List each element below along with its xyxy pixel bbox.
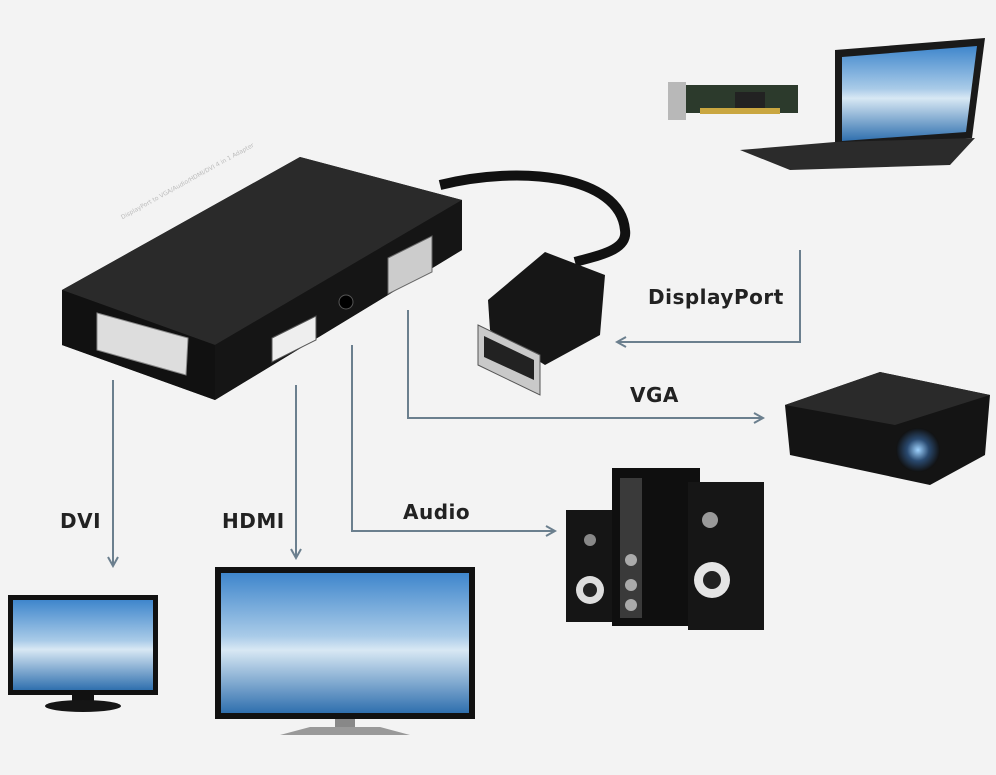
displayport-label: DisplayPort	[648, 285, 784, 309]
laptop	[740, 38, 985, 170]
projector	[785, 372, 990, 485]
hdmi-label: HDMI	[222, 509, 285, 533]
vga-arrow	[407, 310, 763, 418]
graphics-card	[668, 82, 798, 120]
speakers	[566, 468, 764, 630]
adapter-box	[62, 157, 462, 400]
dvi-monitor	[8, 595, 158, 712]
displayport-connector	[477, 252, 605, 396]
displayport-cable	[438, 170, 631, 267]
vga-label: VGA	[630, 383, 679, 407]
displayport-arrow	[617, 250, 801, 342]
hdmi-tv	[215, 567, 475, 735]
dvi-label: DVI	[60, 509, 102, 533]
audio-arrow	[351, 345, 555, 531]
audio-label: Audio	[403, 500, 471, 524]
